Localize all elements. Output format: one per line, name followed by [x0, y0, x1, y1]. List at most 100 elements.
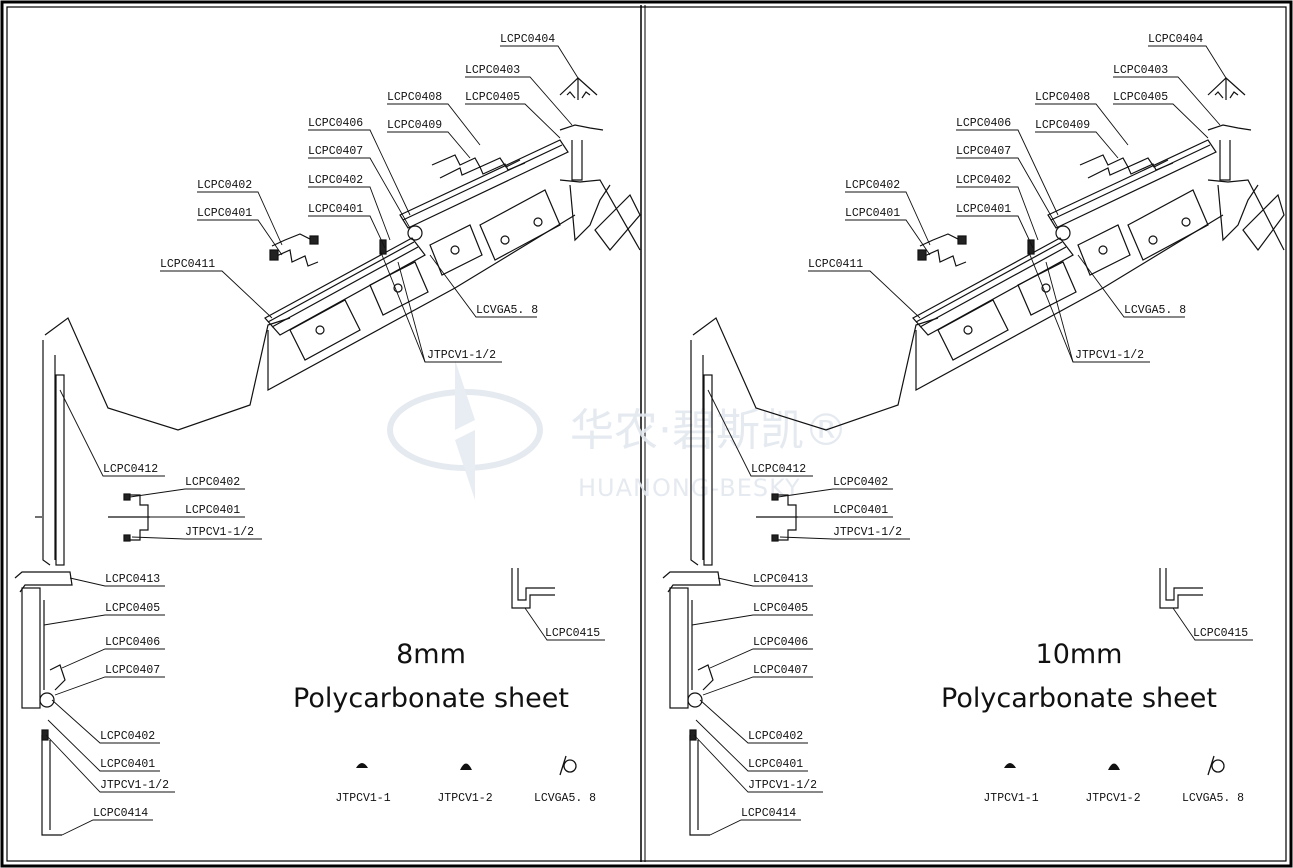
leader [699, 699, 808, 744]
detail-0415b [517, 568, 555, 601]
leader [1113, 76, 1221, 126]
gutter-profile [44, 317, 291, 431]
wall-frame-outer [42, 340, 51, 566]
truss-box-3 [1077, 224, 1131, 276]
lower-profile [697, 664, 714, 691]
leader [1077, 254, 1185, 318]
watermark-en: HUANONG-BESKY [578, 474, 801, 502]
bolt-hole [315, 325, 325, 335]
label-lcvga: LCVGA5. 8 [476, 304, 538, 317]
label-lcpc0407-low: LCPC0407 [105, 664, 160, 677]
leader [465, 103, 561, 139]
label-lcpc0406-top: LCPC0406 [956, 117, 1011, 130]
roof-sheet-line [402, 144, 563, 221]
detail-0415b [1165, 568, 1203, 601]
label-lcpc0401-a: LCPC0401 [197, 207, 252, 220]
detail-panel-10mm: LCPC0404 LCPC0403 LCPC0408 LCPC0405 LCPC… [662, 33, 1285, 836]
ridge-support [559, 179, 641, 251]
label-lcpc0415: LCPC0415 [545, 627, 600, 640]
ridge-cap [1207, 124, 1252, 131]
leader [1045, 261, 1074, 363]
truss-box-1 [937, 299, 1009, 361]
detail-0404c [566, 91, 576, 99]
leader [709, 648, 813, 669]
leader [777, 488, 893, 498]
label-lcpc0402-b: LCPC0402 [956, 174, 1011, 187]
lower-frame [669, 587, 689, 709]
legend-jtpcv1-1: JTPCV1-1 [983, 792, 1038, 805]
leader [524, 607, 605, 641]
label-lcpc0405-low: LCPC0405 [105, 602, 160, 615]
label-lcpc0409: LCPC0409 [1035, 119, 1090, 132]
leader [129, 488, 245, 498]
detail-0408 [1079, 154, 1169, 168]
roof-section-drawing [44, 77, 641, 431]
bolt-hole [1148, 235, 1158, 245]
gasket [41, 729, 49, 741]
leader [47, 719, 160, 772]
leader [308, 129, 411, 216]
sill-profile [662, 571, 721, 593]
label-lcpc0411: LCPC0411 [160, 258, 215, 271]
detail-0408 [431, 154, 521, 168]
legend-jtpcv1-2: JTPCV1-2 [437, 792, 492, 805]
label-lcpc0401-a: LCPC0401 [845, 207, 900, 220]
leader [956, 186, 1039, 241]
leader [956, 157, 1059, 229]
clip-circle [407, 225, 423, 241]
gasket [771, 493, 779, 501]
detail-0415-drawing [511, 568, 555, 609]
gasket [123, 493, 131, 501]
lcvga-gasket-icon [559, 755, 577, 776]
label-jtpcv-mid: JTPCV1-1/2 [833, 526, 902, 539]
bolt-hole [1098, 245, 1108, 255]
roof-sheet-left [912, 237, 1074, 336]
clip-circle [1055, 225, 1071, 241]
wall-section-drawing [662, 340, 721, 836]
jtpcv1-1-icon [1004, 763, 1016, 768]
label-lcpc0405-top: LCPC0405 [465, 91, 520, 104]
leader-lines [43, 45, 605, 836]
label-lcpc0408: LCPC0408 [387, 91, 442, 104]
wall-sheet [703, 374, 713, 566]
label-lcpc0414: LCPC0414 [741, 807, 796, 820]
bolt-hole [500, 235, 510, 245]
label-lcpc0405-low: LCPC0405 [753, 602, 808, 615]
label-lcpc0413: LCPC0413 [753, 573, 808, 586]
label-lcpc0414: LCPC0414 [93, 807, 148, 820]
leader [465, 76, 573, 126]
leader [1172, 607, 1253, 641]
watermark-cn: 华农·碧斯凯® [570, 405, 848, 456]
truss-box-3 [429, 224, 483, 276]
label-jtpcv-mid: JTPCV1-1/2 [185, 526, 254, 539]
label-lcpc0401-mid: LCPC0401 [833, 504, 888, 517]
label-lcpc0404: LCPC0404 [1148, 33, 1203, 46]
label-jtpcv-top: JTPCV1-1/2 [427, 349, 496, 362]
label-lcpc0408: LCPC0408 [1035, 91, 1090, 104]
bottom-post [689, 735, 710, 836]
roof-sheet-line [915, 241, 1063, 323]
leader [500, 45, 579, 79]
label-lcpc0404: LCPC0404 [500, 33, 555, 46]
wall-sheet [55, 374, 65, 566]
bolt-hole [533, 217, 543, 227]
mid-detail-drawing [108, 493, 150, 542]
leader-lines [691, 45, 1253, 836]
roof-sheet-line [1050, 144, 1211, 221]
truss-lower [267, 214, 576, 392]
inner-border [6, 6, 1287, 862]
label-lcpc0401-mid: LCPC0401 [185, 504, 240, 517]
label-lcpc0401-b: LCPC0401 [308, 203, 363, 216]
label-lcpc0412: LCPC0412 [103, 463, 158, 476]
leader [1148, 45, 1227, 79]
sill-profile [14, 571, 73, 593]
panel-title-thickness: 10mm [1036, 639, 1123, 670]
leader [1035, 131, 1119, 159]
label-lcpc0411: LCPC0411 [808, 258, 863, 271]
clip-circle [687, 692, 703, 708]
ridge-frame [569, 184, 611, 242]
leader [308, 215, 386, 249]
truss-box-right [1242, 193, 1285, 252]
